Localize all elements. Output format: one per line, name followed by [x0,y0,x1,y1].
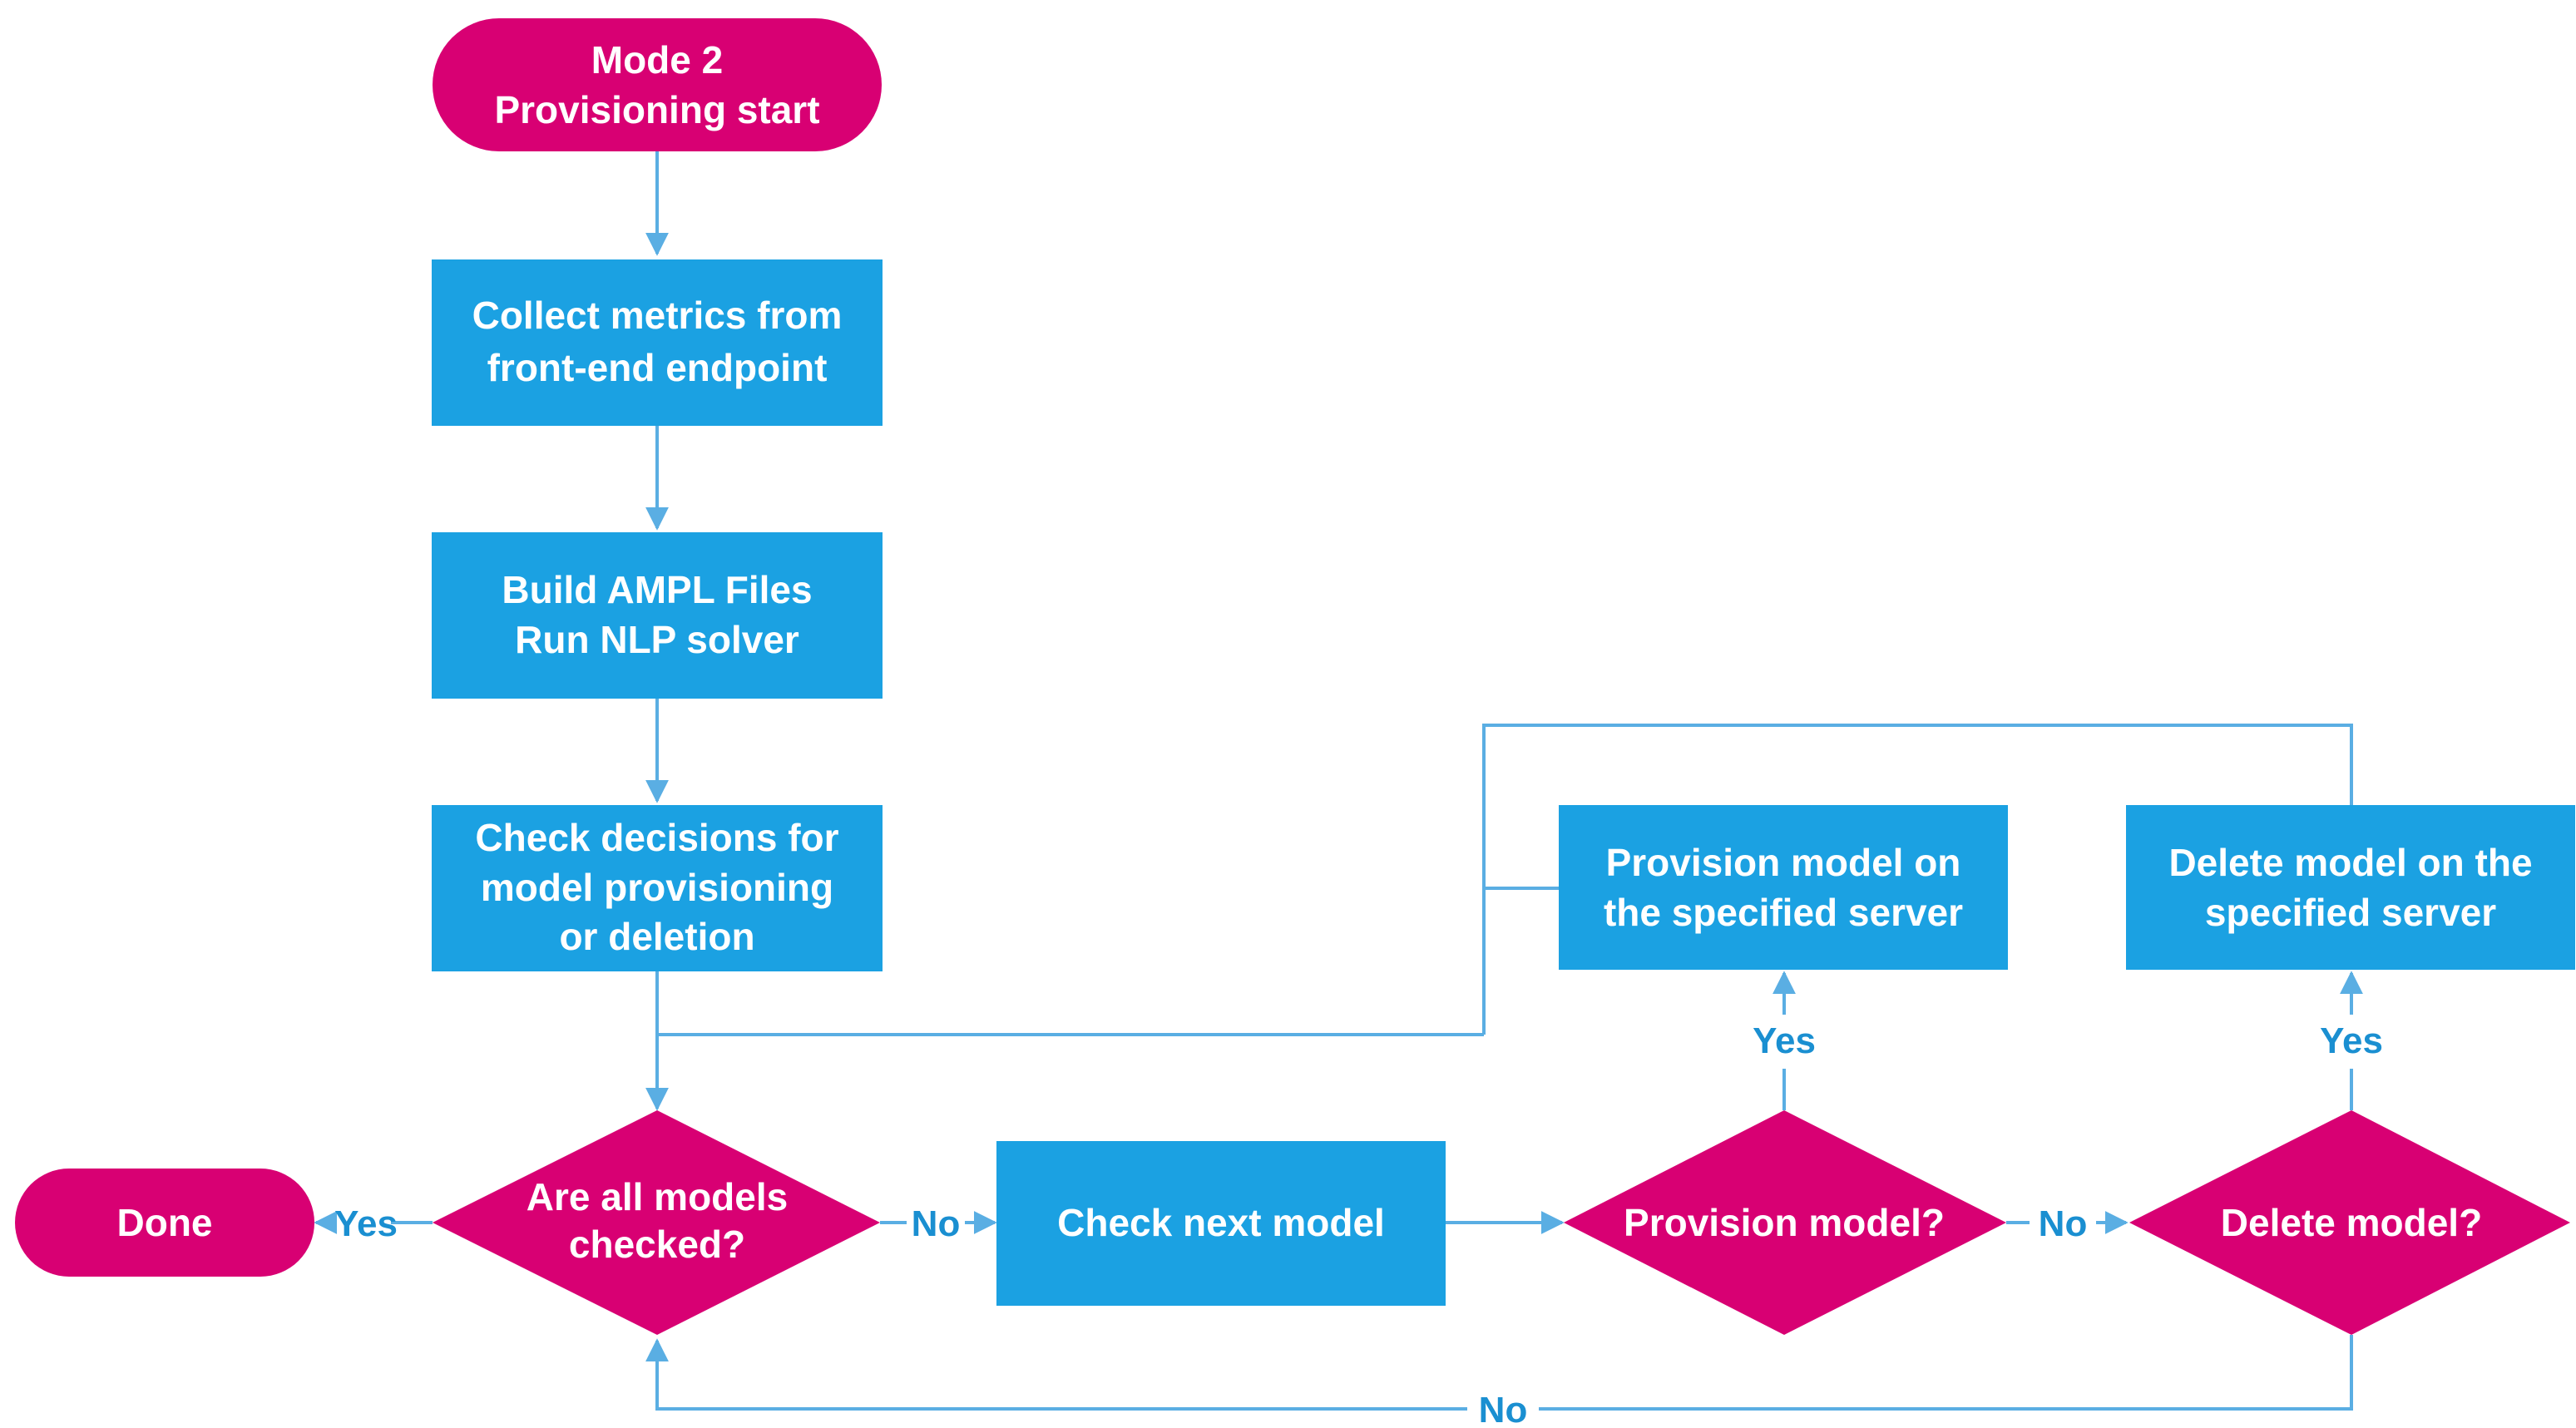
collect-process-shape [432,259,883,426]
delete-action-process-shape [2126,805,2575,970]
provision-action-line-2: the specified server [1604,891,1963,934]
provision-action-node: Provision model on the specified server [1559,805,2008,970]
collect-line-2: front-end endpoint [487,346,828,389]
delete-model-decision: Delete model? [2129,1110,2570,1335]
connectors [314,151,2363,1411]
edge-delete-no-right-segment [1539,1335,2353,1411]
done-label: Done [117,1201,213,1244]
check-decisions-node: Check decisions for model provisioning o… [432,805,883,971]
all-checked-line-2: checked? [569,1223,745,1266]
label-all-checked-no: No [912,1203,961,1244]
check-next-label: Check next model [1057,1201,1385,1244]
check-decisions-line-2: model provisioning [481,866,833,909]
provision-model-decision: Provision model? [1564,1110,2006,1335]
start-line-1: Mode 2 [591,38,723,82]
all-checked-diamond-shape [433,1110,880,1335]
check-next-model-node: Check next model [996,1141,1446,1306]
delete-action-node: Delete model on the specified server [2126,805,2575,970]
check-next-process-shape [996,1141,1446,1306]
check-decisions-process-shape [432,805,883,971]
label-all-checked-yes: Yes [334,1203,398,1244]
done-node: Done [15,1169,314,1277]
edge-delete-no-to-all-checked [645,1338,1467,1411]
build-process-shape [432,532,883,699]
delete-q-label: Delete model? [2221,1201,2482,1244]
check-decisions-line-1: Check decisions for [475,816,838,859]
delete-action-line-2: specified server [2205,891,2496,934]
label-delete-no: No [1479,1390,1528,1428]
label-provision-yes: Yes [1753,1020,1816,1061]
all-checked-line-1: Are all models [527,1175,788,1218]
build-line-1: Build AMPL Files [502,568,812,611]
check-decisions-line-3: or deletion [559,915,754,958]
provision-action-process-shape [1559,805,2008,970]
build-line-2: Run NLP solver [515,618,799,661]
start-line-2: Provisioning start [494,88,819,131]
start-terminator-shape [433,18,882,151]
start-node: Mode 2 Provisioning start [433,18,882,151]
provision-q-diamond-shape [1564,1110,2006,1335]
collect-line-1: Collect metrics from [472,294,843,337]
label-delete-yes: Yes [2320,1020,2383,1061]
collect-metrics-node: Collect metrics from front-end endpoint [432,259,883,426]
edge-labels: Yes No No Yes Yes No [334,1020,2383,1428]
all-checked-decision: Are all models checked? [433,1110,880,1335]
done-terminator-shape [15,1169,314,1277]
provision-q-label: Provision model? [1624,1201,1945,1244]
build-ampl-node: Build AMPL Files Run NLP solver [432,532,883,699]
delete-action-line-1: Delete model on the [2168,841,2532,884]
edge-delete-action-loop [1482,724,2353,1035]
provision-action-line-1: Provision model on [1606,841,1961,884]
label-provision-no: No [2039,1203,2088,1244]
delete-q-diamond-shape [2129,1110,2570,1335]
